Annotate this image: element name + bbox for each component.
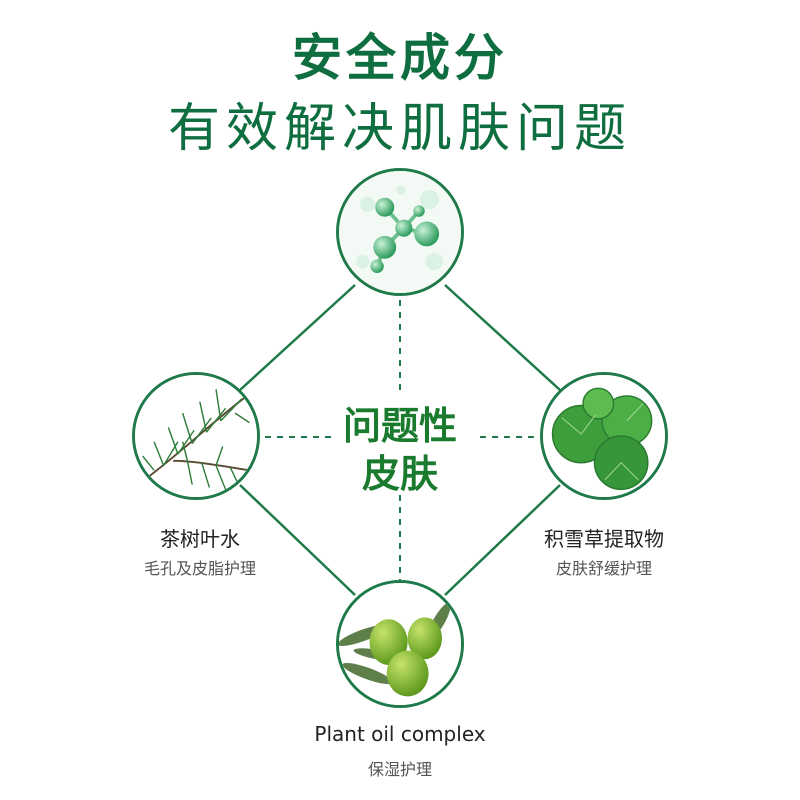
centella-name: 积雪草提取物: [544, 527, 664, 551]
tea-tree-image: [132, 372, 260, 500]
molecule-image: [336, 168, 464, 296]
center-label-line2: 皮肤: [361, 452, 438, 496]
center-label-line1: 问题性: [342, 404, 457, 448]
page-title: 安全成分: [292, 29, 508, 87]
tea-tree-desc: 毛孔及皮脂护理: [143, 559, 256, 578]
olive-image: [336, 580, 464, 708]
center-label: 问题性 皮肤: [320, 402, 480, 498]
plant-oil-desc: 保湿护理: [367, 760, 432, 779]
centella-desc: 皮肤舒缓护理: [555, 559, 652, 578]
centella-image: [540, 372, 668, 500]
page-subtitle: 有效解决肌肤问题: [167, 99, 632, 159]
tea-tree-name: 茶树叶水: [160, 527, 240, 551]
plant-oil-name: Plant oil complex: [314, 722, 486, 746]
